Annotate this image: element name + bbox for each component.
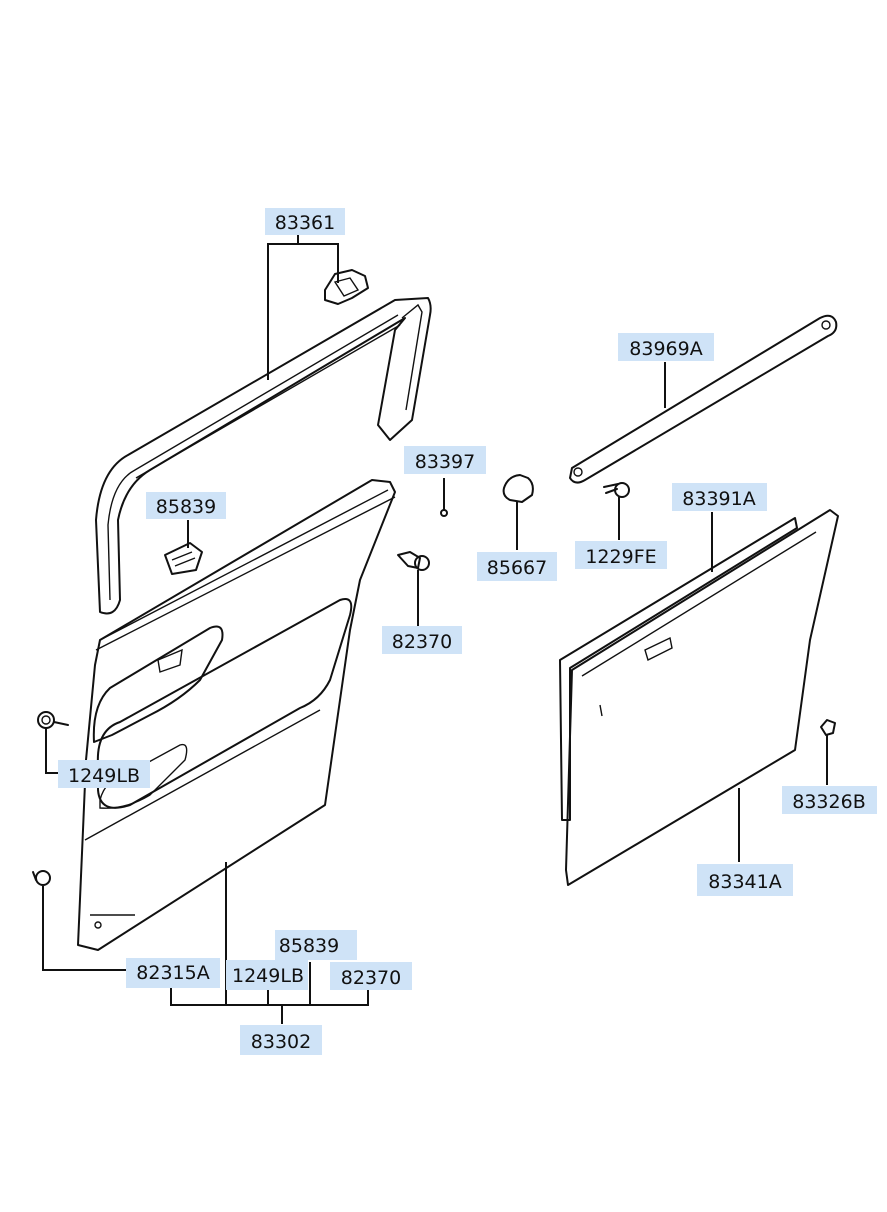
label-82315a: 82315A [126, 958, 220, 988]
door-panel-83341a [565, 509, 839, 886]
svg-text:85839: 85839 [156, 496, 216, 518]
grommet-85667 [502, 474, 534, 503]
svg-text:1229FE: 1229FE [585, 546, 656, 568]
label-83341a: 83341A [697, 864, 793, 896]
label-83391a: 83391A [672, 483, 767, 511]
label-1249lb-left: 1249LB [58, 760, 150, 788]
svg-text:82315A: 82315A [136, 962, 209, 984]
leader-lines [42, 235, 828, 1024]
svg-text:83341A: 83341A [708, 871, 781, 893]
svg-text:82370: 82370 [392, 631, 452, 653]
svg-text:1249LB: 1249LB [232, 965, 304, 987]
strap-83969a [569, 314, 838, 484]
door-sheet-83391a [559, 517, 798, 821]
label-83326b: 83326B [782, 786, 877, 814]
svg-text:85839: 85839 [279, 935, 339, 957]
label-82370-bottom: 82370 [330, 962, 412, 990]
label-82370-top: 82370 [382, 626, 462, 654]
clip-82315a [32, 870, 51, 886]
label-85667: 85667 [477, 552, 557, 581]
svg-text:83302: 83302 [251, 1031, 311, 1053]
door-frame-weatherstrip-83361 [95, 297, 432, 615]
fastener-1249lb-left [37, 711, 69, 729]
svg-text:1249LB: 1249LB [68, 765, 140, 787]
label-85839-top: 85839 [146, 492, 226, 519]
label-85839-bottom: 85839 [275, 930, 357, 960]
clip-83361 [324, 269, 369, 305]
svg-text:83391A: 83391A [682, 488, 755, 510]
svg-text:85667: 85667 [487, 557, 547, 579]
svg-text:82370: 82370 [341, 967, 401, 989]
pin-83397 [440, 509, 448, 517]
label-83397: 83397 [404, 446, 486, 474]
fastener-82370-top [397, 551, 430, 571]
svg-text:83361: 83361 [275, 212, 335, 234]
label-83361: 83361 [265, 208, 345, 235]
svg-text:83969A: 83969A [629, 338, 702, 360]
label-1229fe: 1229FE [575, 541, 667, 569]
label-83302: 83302 [240, 1025, 322, 1055]
label-1249lb-bottom: 1249LB [226, 960, 308, 990]
door-trim-panel-83302 [77, 479, 396, 951]
label-83969a: 83969A [618, 333, 714, 361]
clip-83326b [820, 719, 836, 736]
svg-text:83326B: 83326B [792, 791, 865, 813]
svg-text:83397: 83397 [415, 451, 475, 473]
screw-1229fe [603, 482, 630, 498]
